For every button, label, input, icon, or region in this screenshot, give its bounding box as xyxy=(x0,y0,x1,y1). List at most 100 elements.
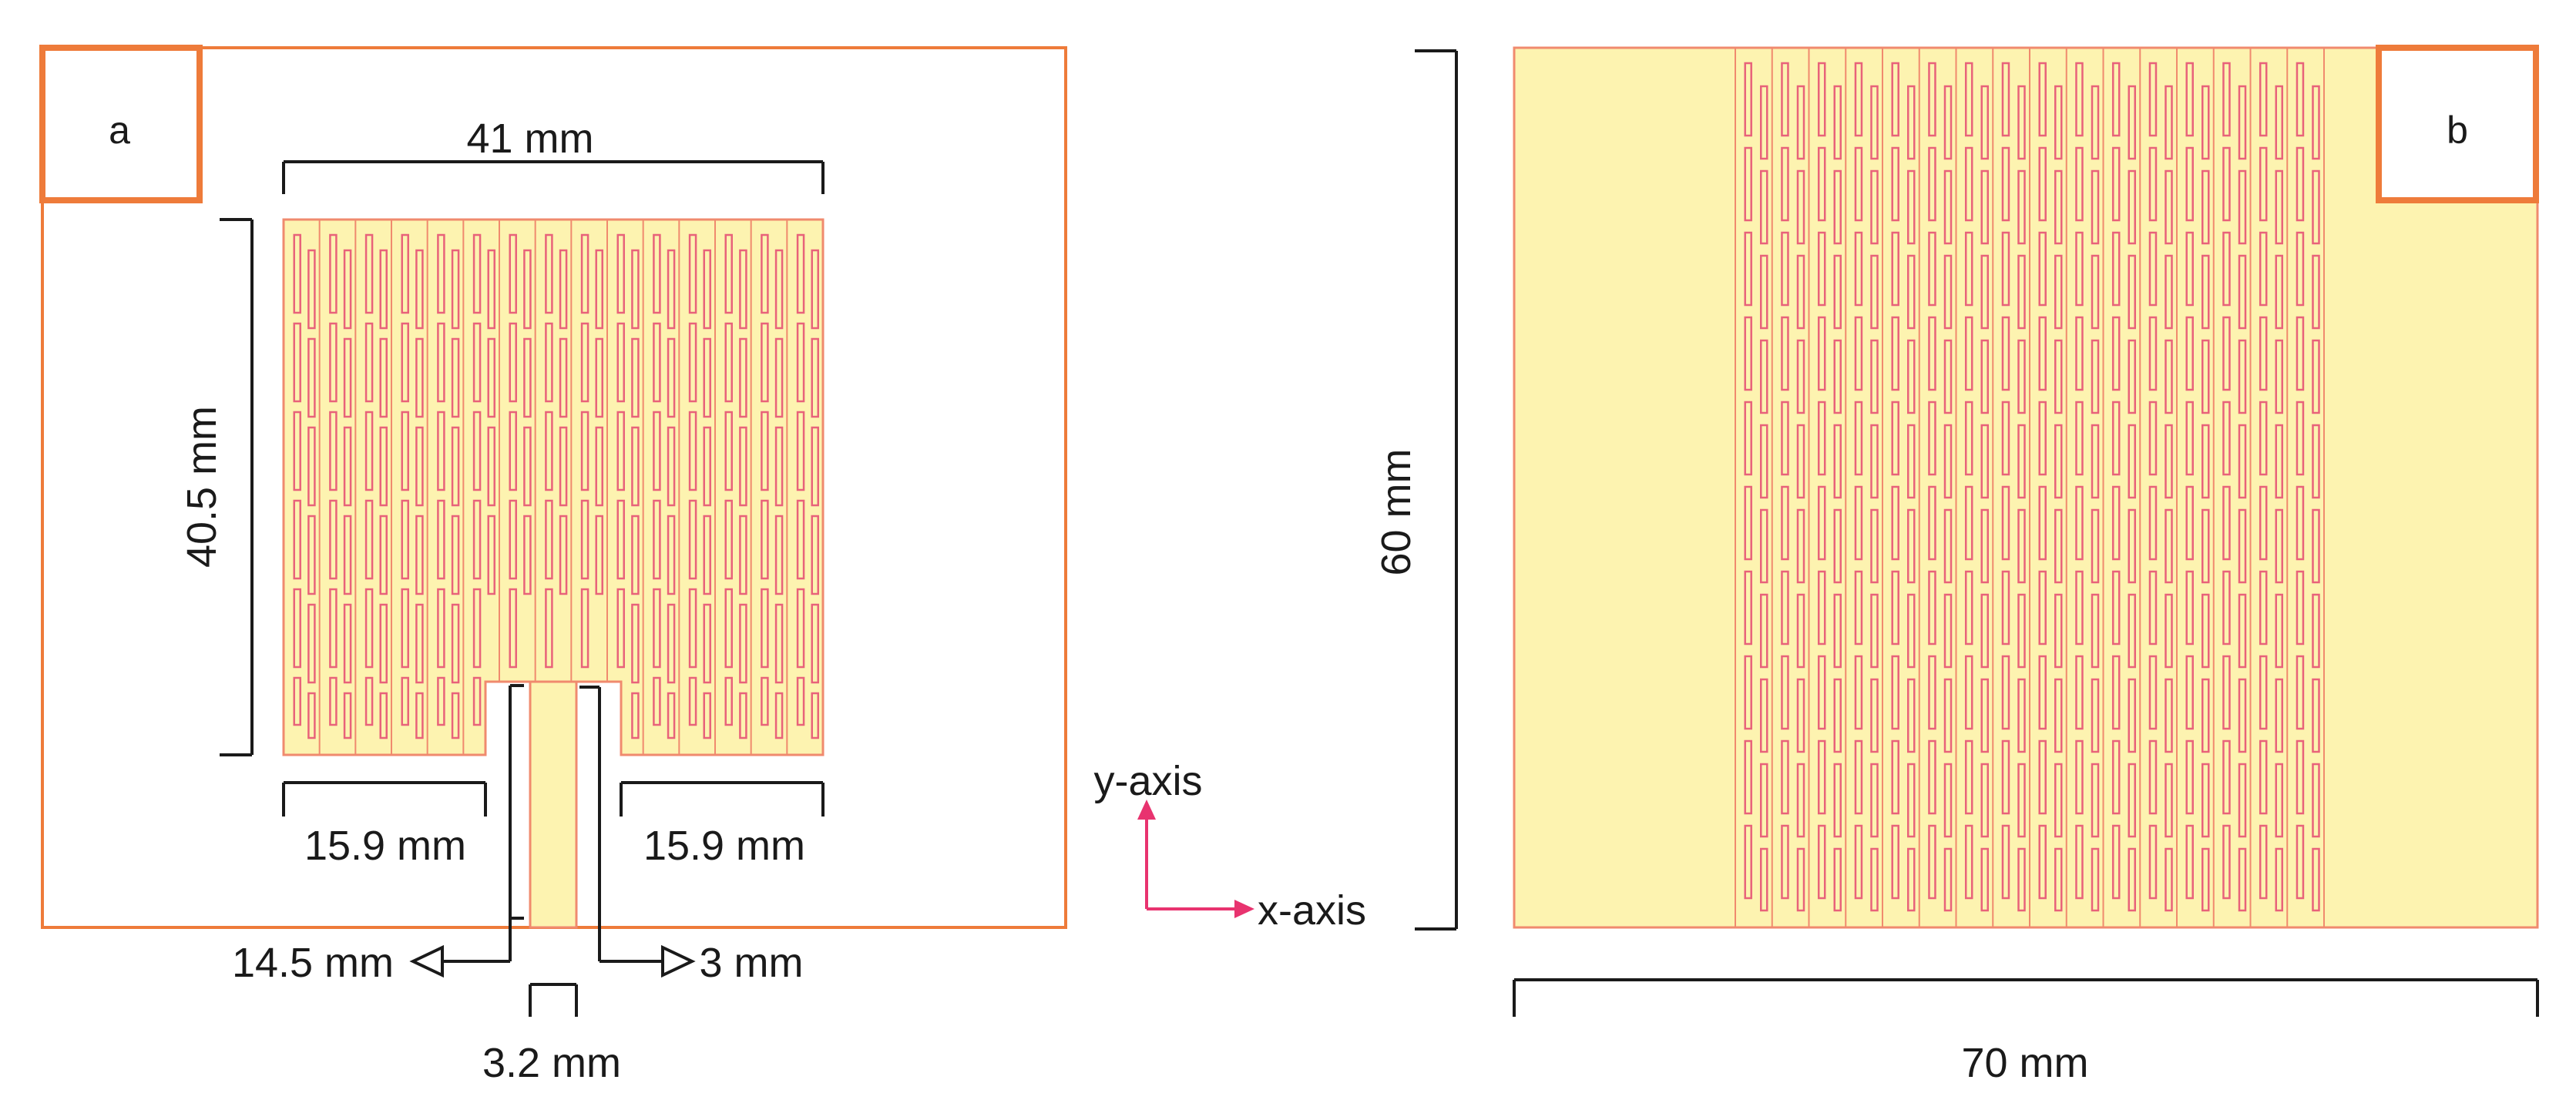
panel-b-slot xyxy=(2185,401,2194,476)
panel-a-slot xyxy=(631,692,640,739)
panel-b-slot xyxy=(1833,847,1842,912)
panel-b-slot xyxy=(1943,169,1953,245)
panel-b-slot xyxy=(1964,316,1973,391)
panel-a-feed-width-label: 3.2 mm xyxy=(482,1040,621,1086)
panel-a-slot xyxy=(487,249,495,330)
panel-b-slot xyxy=(2001,570,2010,646)
panel-b-slot xyxy=(1744,739,1752,815)
panel-b-slot xyxy=(1870,85,1879,160)
panel-a-slot xyxy=(796,322,805,403)
panel-a-slot xyxy=(343,692,352,739)
panel-b-slot xyxy=(1964,739,1973,815)
panel-b-slot xyxy=(2296,62,2305,137)
panel-b-slot xyxy=(1781,316,1789,391)
panel-b-slot xyxy=(2185,146,2194,222)
panel-b-slot xyxy=(2296,316,2305,391)
panel-a-slot xyxy=(595,426,603,507)
panel-b-slot xyxy=(2238,254,2247,330)
panel-b-slot xyxy=(2201,339,2210,414)
panel-a-slot xyxy=(293,499,301,580)
panel-a-slot xyxy=(667,515,676,595)
panel-a-slot xyxy=(724,588,733,669)
panel-a-slot xyxy=(343,515,352,595)
panel-a-slot xyxy=(307,426,316,507)
panel-a-slot xyxy=(509,233,517,314)
panel-b-slot xyxy=(1906,763,1916,838)
panel-a-slot xyxy=(703,426,711,507)
panel-b-back-view: b 60 mm 70 mm xyxy=(1373,45,2539,1086)
panel-b-slot xyxy=(2259,824,2268,900)
panel-b-slot xyxy=(2165,85,2173,160)
panel-b-slot xyxy=(1796,847,1805,912)
panel-a-slot xyxy=(415,692,424,739)
panel-b-slot xyxy=(2312,508,2320,584)
panel-a-left-gap-label: 15.9 mm xyxy=(304,823,466,869)
panel-b-slot xyxy=(2075,824,2084,900)
panel-a-slot xyxy=(523,249,532,330)
panel-b-slot xyxy=(2128,508,2136,584)
panel-a-slot xyxy=(545,233,553,314)
panel-b-slot xyxy=(1781,231,1789,307)
panel-a-slot xyxy=(545,322,553,403)
panel-b-slot xyxy=(1781,146,1789,222)
panel-b-slot xyxy=(2238,593,2247,669)
panel-b-slot xyxy=(2201,508,2210,584)
panel-b-slot xyxy=(1817,739,1826,815)
panel-a-slot xyxy=(703,603,711,684)
panel-a-slot xyxy=(559,249,568,330)
panel-b-slot xyxy=(1943,339,1953,414)
panel-b-slot xyxy=(2259,231,2268,307)
panel-a-slot xyxy=(343,426,352,507)
panel-b-slot xyxy=(1943,763,1953,838)
panel-a-slot xyxy=(631,337,640,418)
panel-a-slot xyxy=(379,515,388,595)
panel-a-slot xyxy=(616,411,625,491)
panel-a-slot xyxy=(703,515,711,595)
panel-b-slot xyxy=(2054,763,2063,838)
panel-b-slot xyxy=(1817,655,1826,730)
panel-a-slot xyxy=(761,499,769,580)
panel-b-slot xyxy=(1928,824,1936,900)
panel-b-slot xyxy=(2312,424,2320,499)
panel-b-slot xyxy=(1943,593,1953,669)
panel-b-slot xyxy=(1870,763,1879,838)
panel-a-front-view: a 41 mm 40.5 mm 15.9 mm xyxy=(39,45,1067,1086)
panel-b-slot xyxy=(2275,508,2283,584)
panel-b-slot xyxy=(1870,847,1879,912)
panel-b-slot xyxy=(2017,339,2026,414)
panel-a-slot xyxy=(761,411,769,491)
panel-b-slot xyxy=(2148,231,2158,307)
panel-a-slot xyxy=(364,499,374,580)
y-axis-label: y-axis xyxy=(1093,758,1202,804)
panel-b-slot xyxy=(2238,847,2247,912)
panel-b-slot xyxy=(2038,739,2047,815)
panel-b-slot xyxy=(1870,593,1879,669)
panel-b-slot xyxy=(1870,254,1879,330)
panel-a-slot xyxy=(616,233,625,314)
panel-b-slot xyxy=(1906,169,1916,245)
panel-b-slot xyxy=(2091,508,2100,584)
panel-b-slot xyxy=(1906,424,1916,499)
panel-b-slot xyxy=(1781,739,1789,815)
panel-b-slot xyxy=(2185,739,2194,815)
panel-b-slot xyxy=(1891,401,1899,476)
panel-b-slot xyxy=(1759,847,1768,912)
panel-a-slot xyxy=(761,588,769,669)
panel-b-slot xyxy=(2296,739,2305,815)
panel-b-slot xyxy=(1870,678,1879,753)
panel-b-slot xyxy=(1854,739,1863,815)
panel-b-slot xyxy=(2001,655,2010,730)
panel-a-slot xyxy=(329,411,338,491)
panel-a-slot xyxy=(364,411,374,491)
panel-a-slot xyxy=(688,411,697,491)
panel-b-slot xyxy=(2054,424,2063,499)
panel-b-slot xyxy=(2148,401,2158,476)
panel-b-slot xyxy=(2001,316,2010,391)
panel-b-slot xyxy=(2001,485,2010,561)
panel-a-slot xyxy=(739,515,747,595)
panel-b-slot xyxy=(1781,401,1789,476)
panel-a-slot xyxy=(667,337,676,418)
panel-b-slot xyxy=(2075,739,2084,815)
panel-b-slot xyxy=(2054,169,2063,245)
panel-b-slot xyxy=(1759,508,1768,584)
